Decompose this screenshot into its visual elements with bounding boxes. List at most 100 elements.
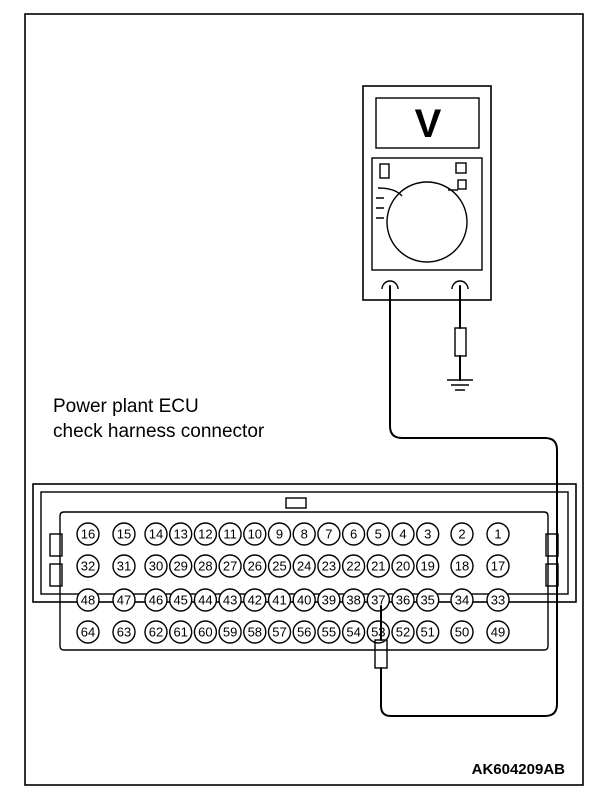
pin-63	[112, 620, 136, 644]
pin-42	[243, 588, 267, 612]
pin-6	[341, 522, 366, 546]
pin-label-51: 51	[420, 625, 434, 640]
pin-label-9: 9	[276, 527, 283, 542]
pin-label-58: 58	[248, 625, 262, 640]
pin-label-17: 17	[491, 559, 505, 574]
pin-label-15: 15	[117, 527, 131, 542]
pin-48	[76, 588, 100, 612]
pin-58	[243, 620, 267, 644]
pin-label-28: 28	[198, 559, 212, 574]
pin-label-35: 35	[420, 593, 434, 608]
pin-9	[267, 522, 292, 546]
pin-label-8: 8	[301, 527, 308, 542]
pin-label-5: 5	[375, 527, 382, 542]
connector-title-line1: Power plant ECU	[53, 396, 199, 417]
pin-7	[317, 522, 341, 546]
pin-11	[218, 522, 242, 546]
pin-33	[486, 588, 510, 612]
meter-switch-icon	[379, 163, 390, 179]
pin-24	[292, 554, 316, 578]
pin-label-63: 63	[117, 625, 131, 640]
pin-57	[267, 620, 292, 644]
pin-52	[391, 620, 415, 644]
pin-59	[218, 620, 242, 644]
pin-label-60: 60	[198, 625, 212, 640]
pin-55	[317, 620, 341, 644]
pin-2	[450, 522, 474, 546]
pin-27	[218, 554, 242, 578]
pin-label-2: 2	[458, 527, 465, 542]
pin-38	[341, 588, 366, 612]
pin-label-25: 25	[272, 559, 286, 574]
pin-label-57: 57	[272, 625, 286, 640]
pin-label-39: 39	[322, 593, 336, 608]
pin-10	[243, 522, 267, 546]
pin-39	[317, 588, 341, 612]
pin-label-37: 37	[371, 593, 385, 608]
pin-label-1: 1	[494, 527, 501, 542]
pin-18	[450, 554, 474, 578]
pin-label-19: 19	[420, 559, 434, 574]
pin-22	[341, 554, 366, 578]
positive-test-lead	[380, 285, 558, 717]
pin-label-44: 44	[198, 593, 212, 608]
diagram-frame	[24, 13, 584, 786]
pin-56	[292, 620, 316, 644]
pin-label-10: 10	[248, 527, 262, 542]
probe-tip	[374, 639, 388, 669]
pin-label-12: 12	[198, 527, 212, 542]
pin-62	[144, 620, 168, 644]
pin-label-13: 13	[173, 527, 187, 542]
pin-label-62: 62	[149, 625, 163, 640]
pin-37	[366, 588, 390, 612]
pin-label-24: 24	[297, 559, 311, 574]
pin-17	[486, 554, 510, 578]
pin-1	[486, 522, 510, 546]
pin-50	[450, 620, 474, 644]
pin-label-47: 47	[117, 593, 131, 608]
pin-label-14: 14	[149, 527, 163, 542]
pin-12	[193, 522, 218, 546]
pin-label-61: 61	[173, 625, 187, 640]
pin-53	[366, 620, 390, 644]
pin-label-6: 6	[350, 527, 357, 542]
negative-lead-ground	[447, 285, 473, 391]
pin-label-53: 53	[371, 625, 385, 640]
pin-26	[243, 554, 267, 578]
pin-label-59: 59	[223, 625, 237, 640]
pin-label-32: 32	[81, 559, 95, 574]
pin-label-42: 42	[248, 593, 262, 608]
pin-label-29: 29	[173, 559, 187, 574]
ground-icon	[447, 379, 473, 391]
pin-label-64: 64	[81, 625, 95, 640]
meter-indicator-icon	[455, 162, 467, 174]
pin-label-30: 30	[149, 559, 163, 574]
pin-label-50: 50	[455, 625, 469, 640]
pin-44	[193, 588, 218, 612]
pin-19	[416, 554, 440, 578]
pin-31	[112, 554, 136, 578]
pin-23	[317, 554, 341, 578]
pin-label-45: 45	[173, 593, 187, 608]
pin-label-48: 48	[81, 593, 95, 608]
pin-25	[267, 554, 292, 578]
pin-label-11: 11	[223, 527, 237, 542]
pin-label-41: 41	[272, 593, 286, 608]
pin-49	[486, 620, 510, 644]
pin-label-46: 46	[149, 593, 163, 608]
pin-label-49: 49	[491, 625, 505, 640]
pin-35	[416, 588, 440, 612]
pin-60	[193, 620, 218, 644]
pin-label-23: 23	[322, 559, 336, 574]
figure-code: AK604209AB	[472, 761, 566, 778]
pin-34	[450, 588, 474, 612]
pin-label-34: 34	[455, 593, 469, 608]
meter-display-label: V	[415, 102, 442, 146]
pin-5	[366, 522, 390, 546]
pin-label-43: 43	[223, 593, 237, 608]
pin-label-55: 55	[322, 625, 336, 640]
pin-29	[168, 554, 193, 578]
pin-label-54: 54	[346, 625, 360, 640]
